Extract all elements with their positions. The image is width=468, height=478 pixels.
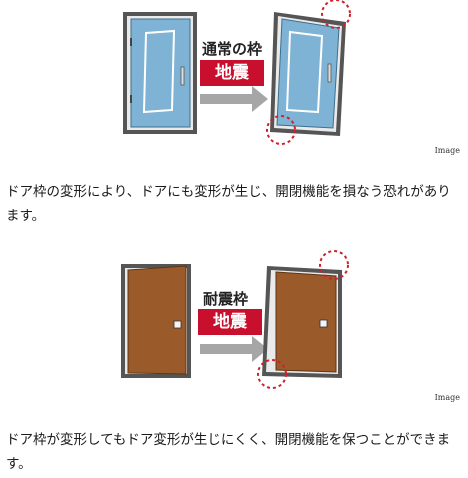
earthquake-badge: 地震 [200,60,264,86]
door-intact-glass [123,12,197,134]
normal-frame-illustration [123,0,351,145]
door-intact-wood [121,264,191,378]
deformation-marker-bottom [266,115,296,145]
image-caption: Image [434,393,460,402]
deformation-marker-top [321,0,351,29]
deformation-marker-top [319,250,349,280]
description-seismic-frame: ドア枠が変形してもドア変形が生じにくく、開閉機能を保つことができます。 [6,432,451,472]
door-seismic-wood [262,266,342,378]
earthquake-badge: 地震 [198,309,262,335]
arrow-icon [200,336,268,362]
image-caption: Image [434,146,460,155]
arrow-icon [200,86,268,112]
description-normal-frame: ドア枠の変形により、ドアにも変形が生じ、開閉機能を損なう恐れがあります。 [6,184,451,224]
seismic-frame-illustration [121,250,349,389]
door-deformed-glass [270,12,346,136]
frame-type-label: 耐震枠 [203,290,249,308]
figure-seismic-frame: 耐震枠 地震 Image [0,248,468,408]
figure-normal-frame: 通常の枠 地震 Image [0,0,468,160]
deformation-marker-bottom [257,359,287,389]
frame-type-label: 通常の枠 [202,40,263,58]
